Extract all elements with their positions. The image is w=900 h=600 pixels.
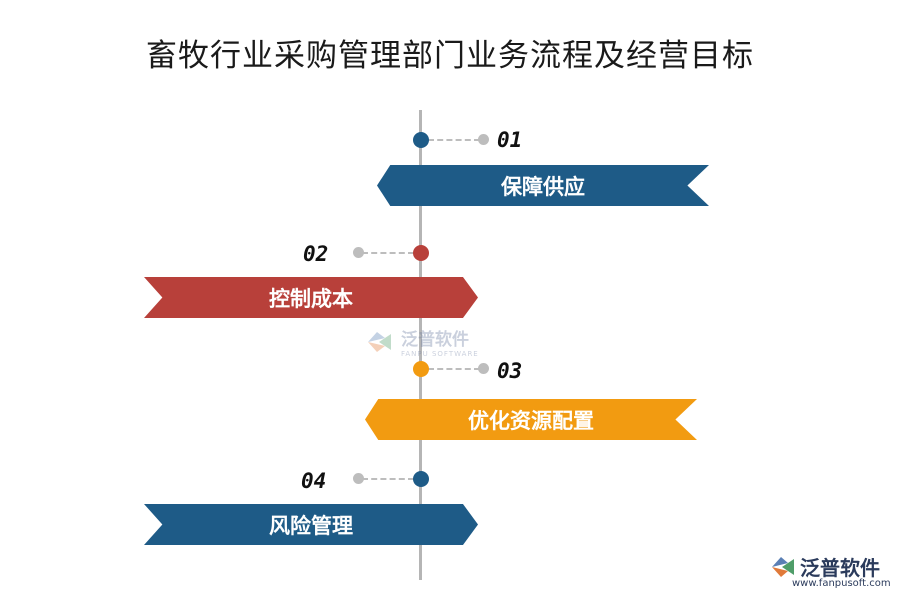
- brand-url: www.fanpusoft.com: [792, 578, 891, 589]
- step-01-banner: 保障供应: [377, 165, 709, 206]
- step-02-connector: [362, 252, 414, 254]
- diagram-title: 畜牧行业采购管理部门业务流程及经营目标: [146, 38, 754, 74]
- step-04-number: 04: [301, 469, 327, 493]
- step-03-number: 03: [497, 359, 523, 383]
- step-03-connector-end: [478, 363, 489, 374]
- watermark: 泛普软件 FANPU SOFTWARE: [365, 325, 479, 358]
- step-01-connector: [428, 139, 480, 141]
- step-02-node: [413, 245, 429, 261]
- watermark-logo-icon: [368, 331, 391, 352]
- step-04-label: 风险管理: [269, 512, 353, 538]
- step-03-banner: 优化资源配置: [365, 399, 697, 440]
- step-03-label: 优化资源配置: [468, 407, 594, 433]
- step-02-connector-end: [353, 247, 364, 258]
- step-03-node: [413, 361, 429, 377]
- step-04-banner: 风险管理: [144, 504, 478, 545]
- step-01-connector-end: [478, 134, 489, 145]
- step-01-node: [413, 132, 429, 148]
- brand-logo-icon: [772, 556, 794, 577]
- step-04-node: [413, 471, 429, 487]
- step-01-number: 01: [497, 128, 523, 152]
- step-04-connector: [362, 478, 414, 480]
- step-02-label: 控制成本: [269, 285, 353, 311]
- timeline-axis: [419, 110, 422, 580]
- step-02-number: 02: [303, 242, 329, 266]
- step-02-banner: 控制成本: [144, 277, 478, 318]
- watermark-name: 泛普软件: [401, 330, 469, 350]
- watermark-sub: FANPU SOFTWARE: [401, 350, 479, 358]
- step-04-connector-end: [353, 473, 364, 484]
- step-03-connector: [428, 368, 480, 370]
- step-01-label: 保障供应: [501, 173, 585, 199]
- brand-logo: 泛普软件 www.fanpusoft.com: [770, 552, 891, 589]
- brand-name: 泛普软件: [800, 556, 880, 580]
